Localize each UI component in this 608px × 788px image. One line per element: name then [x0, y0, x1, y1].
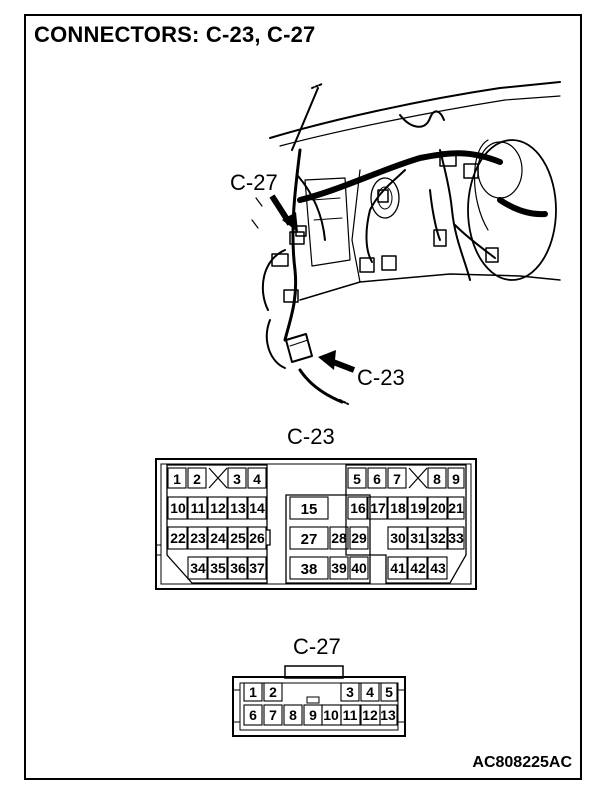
c23-pin-14: 14 — [249, 500, 265, 516]
c23-pin-1: 1 — [173, 471, 181, 487]
c27-pin-2: 2 — [269, 684, 277, 700]
connector-c23-label: C-23 — [287, 424, 335, 449]
c23-pin-10: 10 — [170, 500, 186, 516]
c23-pin-39: 39 — [331, 560, 347, 576]
c27-pin-3: 3 — [346, 684, 354, 700]
connector-c27-label: C-27 — [293, 634, 341, 659]
photo-label-c23: C-23 — [357, 365, 405, 390]
diagram-frame — [24, 14, 582, 780]
c23-pin-38: 38 — [301, 561, 318, 578]
figure-id: AC808225AC — [472, 754, 572, 771]
c27-pin-10: 10 — [323, 707, 339, 723]
c23-pin-36: 36 — [230, 560, 246, 576]
c27-pin-1: 1 — [249, 684, 257, 700]
c23-pin-29: 29 — [351, 530, 367, 546]
c23-pin-4: 4 — [253, 471, 261, 487]
c23-pin-15: 15 — [301, 501, 318, 518]
c23-pin-33: 33 — [448, 530, 464, 546]
c23-pin-34: 34 — [190, 560, 206, 576]
c23-pin-3: 3 — [233, 471, 241, 487]
c23-cavity-grid — [167, 467, 465, 580]
c23-pin-18: 18 — [390, 500, 406, 516]
dashboard-illustration — [251, 81, 561, 405]
c27-pin-7: 7 — [269, 707, 277, 723]
diagram-title: CONNECTORS: C-23, C-27 — [34, 22, 316, 47]
c27-pin-9: 9 — [309, 707, 317, 723]
c23-pin-37: 37 — [249, 560, 265, 576]
c23-pin-13: 13 — [230, 500, 246, 516]
connector-c27-face — [232, 665, 406, 737]
c27-cavity-grid — [243, 682, 398, 726]
c23-pin-25: 25 — [230, 530, 246, 546]
c23-pointer-arrow — [318, 350, 356, 373]
photo-label-c27: C-27 — [230, 170, 278, 195]
c27-pin-13: 13 — [380, 707, 396, 723]
c27-pin-5: 5 — [385, 684, 393, 700]
c23-pin-21: 21 — [448, 500, 464, 516]
c23-pin-17: 17 — [370, 500, 386, 516]
c23-pin-19: 19 — [410, 500, 426, 516]
c23-pin-11: 11 — [191, 500, 206, 516]
c23-pin-43: 43 — [430, 560, 446, 576]
c27-pin-11: 11 — [343, 707, 358, 723]
c23-pin-30: 30 — [390, 530, 406, 546]
c23-pin-32: 32 — [430, 530, 446, 546]
c23-pin-27: 27 — [301, 531, 318, 548]
c27-pin-8: 8 — [289, 707, 297, 723]
c23-pin-5: 5 — [353, 471, 361, 487]
c23-pin-9: 9 — [452, 471, 460, 487]
c23-pin-26: 26 — [249, 530, 265, 546]
c27-pin-6: 6 — [249, 707, 257, 723]
c23-pin-42: 42 — [410, 560, 426, 576]
c23-pin-40: 40 — [351, 560, 367, 576]
c23-pin-23: 23 — [190, 530, 206, 546]
c23-pin-28: 28 — [331, 530, 347, 546]
c23-pin-16: 16 — [350, 500, 366, 516]
c23-pin-31: 31 — [410, 530, 426, 546]
c23-pin-6: 6 — [373, 471, 381, 487]
c23-pin-20: 20 — [430, 500, 446, 516]
c23-pin-22: 22 — [170, 530, 186, 546]
c23-pin-8: 8 — [433, 471, 441, 487]
c27-pin-4: 4 — [366, 684, 374, 700]
c27-pointer-arrow — [269, 194, 298, 232]
connector-c23-face — [155, 458, 477, 590]
c23-pin-7: 7 — [393, 471, 401, 487]
c27-pin-12: 12 — [362, 707, 378, 723]
c23-pin-41: 41 — [390, 560, 406, 576]
c23-pin-2: 2 — [193, 471, 201, 487]
c23-pin-12: 12 — [210, 500, 226, 516]
c23-pin-24: 24 — [210, 530, 226, 546]
c23-pin-35: 35 — [210, 560, 226, 576]
